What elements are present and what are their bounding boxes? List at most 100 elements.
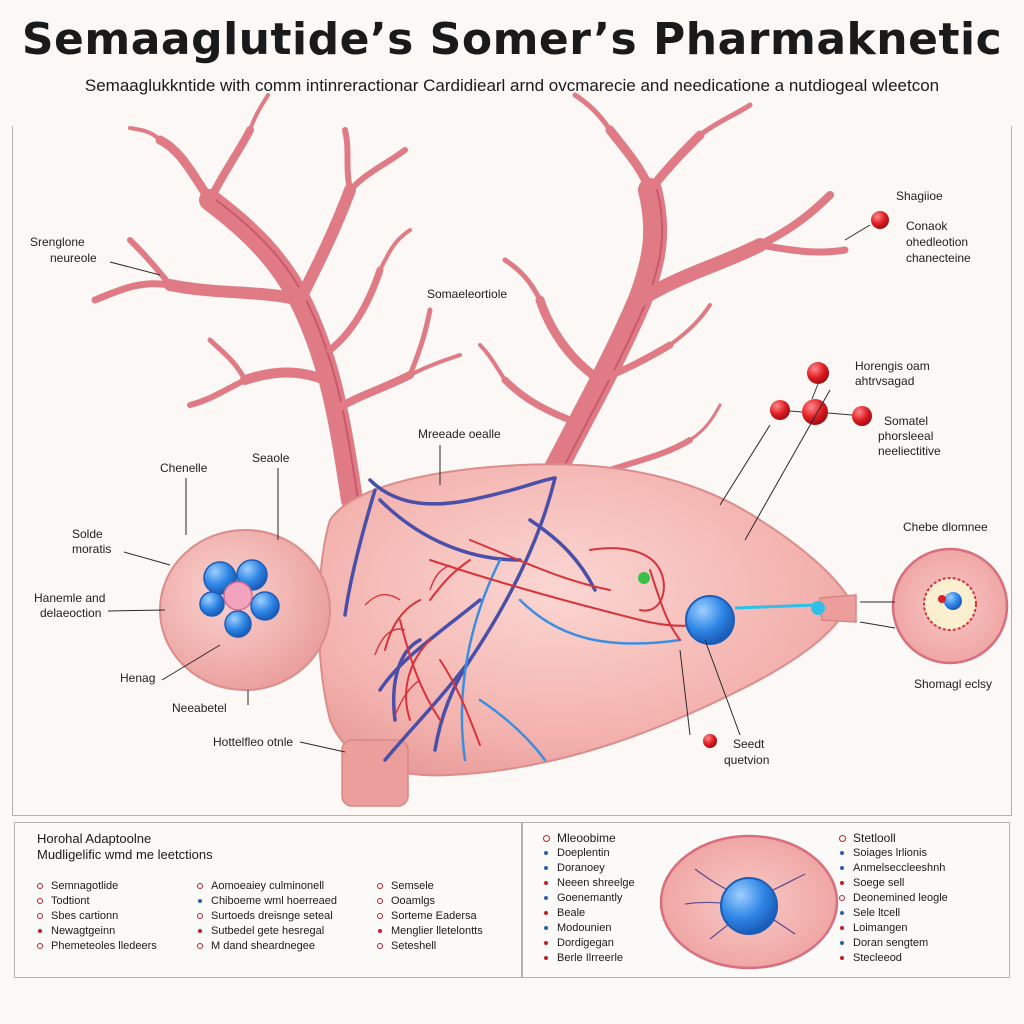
page-title: Semaaglutide’s Somer’s Pharmaknetic <box>21 14 1003 65</box>
list-heading: Stetlooll <box>839 831 948 846</box>
label-conack-1: Conaok <box>906 219 948 233</box>
list-item: Todtiont <box>37 894 157 909</box>
label-neeabetel: Neeabetel <box>172 701 227 715</box>
light-blue-vessels <box>460 558 682 762</box>
label-horengis-1: Horengis oam <box>855 359 930 373</box>
list-item: Beale <box>543 906 635 921</box>
label-srenglone-1: Srenglone <box>30 235 85 249</box>
list-item: Doranoey <box>543 861 635 876</box>
bullet-icon <box>377 913 383 919</box>
bullet-icon <box>377 943 383 949</box>
list-item: Anmelseccleeshnh <box>839 861 948 876</box>
list-item: Phemeteoles lledeers <box>37 939 157 954</box>
bullet-icon <box>839 895 845 901</box>
label-conack-2: ohedleotion <box>906 235 968 249</box>
list-item: Loimangen <box>839 921 948 936</box>
cell-illustration <box>659 834 839 970</box>
list-item: Semnagotlide <box>37 879 157 894</box>
page-subtitle: Semaaglukkntide with comm intinreraction… <box>84 76 940 95</box>
label-solde-2: moratis <box>72 542 111 556</box>
label-somalel-2: phorsleeal <box>878 429 933 443</box>
list-item: Sbes cartionn <box>37 909 157 924</box>
label-shagiioe: Shagiioe <box>896 189 943 203</box>
list-item: Semsele <box>377 879 483 894</box>
blue-veins <box>343 476 597 762</box>
bullet-icon <box>544 851 548 855</box>
label-horengis-2: ahtrvsagad <box>855 374 914 388</box>
bullet-icon <box>840 851 844 855</box>
bullet-icon <box>377 883 383 889</box>
bullet-icon <box>839 835 846 842</box>
label-conack-3: chanecteine <box>906 251 971 265</box>
red-capillaries <box>364 564 451 716</box>
list-item: Doeplentin <box>543 846 635 861</box>
label-seedt-2: quetvion <box>724 753 769 767</box>
list-item: Soiages lrlionis <box>839 846 948 861</box>
bullet-icon <box>544 881 548 885</box>
list-item: Modounien <box>543 921 635 936</box>
list-item: M dand sheardnegee <box>197 939 337 954</box>
list-item: Sorteme Eadersa <box>377 909 483 924</box>
red-vessels <box>384 539 721 746</box>
bullet-icon <box>37 913 43 919</box>
central-molecule <box>638 572 825 645</box>
bullet-icon <box>197 883 203 889</box>
list-item: Seteshell <box>377 939 483 954</box>
label-seaole: Seaole <box>252 451 290 465</box>
list-item: Sele ltcell <box>839 906 948 921</box>
list-item: Berle Ilrreerle <box>543 951 635 966</box>
label-somalel-1: Somatel <box>884 414 928 428</box>
label-somalel-3: neeliectitive <box>878 444 941 458</box>
bullet-icon <box>197 913 203 919</box>
list-item: Neeen shreelge <box>543 876 635 891</box>
red-molecules <box>703 211 889 748</box>
bullet-icon <box>38 929 42 933</box>
bullet-icon <box>840 941 844 945</box>
label-somaeleortiole: Somaeleortiole <box>427 287 507 301</box>
label-hanemle-1: Hanemle and <box>34 591 105 605</box>
list-item: Stecleeod <box>839 951 948 966</box>
leader-lines <box>107 224 896 753</box>
lobe-molecule-cluster <box>199 559 280 638</box>
label-mreeade: Mreeade oealle <box>418 427 501 441</box>
bullet-icon <box>840 956 844 960</box>
bullet-icon <box>544 896 548 900</box>
organ-outlet <box>819 594 857 623</box>
list-item: Soege sell <box>839 876 948 891</box>
legend-list-col2: Aomoeaiey culminonell Chiboeme wml hoerr… <box>197 879 337 954</box>
list-item: Dordigegan <box>543 936 635 951</box>
label-chenelle: Chenelle <box>160 461 208 475</box>
list-item: Doran sengtem <box>839 936 948 951</box>
list-item: Goenemantly <box>543 891 635 906</box>
left-arterial-tree <box>91 93 462 511</box>
label-solde-1: Solde <box>72 527 103 541</box>
list-item: Sutbedel gete hesregal <box>197 924 337 939</box>
list-item: Deonemined leogle <box>839 891 948 906</box>
bullet-icon <box>840 866 844 870</box>
bullet-icon <box>37 883 43 889</box>
diagram-frame <box>12 126 1012 816</box>
organ-duct <box>341 739 409 807</box>
bullet-icon <box>544 926 548 930</box>
label-henag: Henag <box>120 671 155 685</box>
bullet-icon <box>377 898 383 904</box>
label-hanemle-2: delaeoction <box>40 606 101 620</box>
label-hottelfleo: Hottelfleo otnle <box>213 735 293 749</box>
label-srenglone-2: neureole <box>50 251 97 265</box>
legend-panel-right: Mleoobime Doeplentin Doranoey Neeen shre… <box>522 822 1010 978</box>
legend-list-stetlooll: Stetlooll Soiages lrlionis Anmelsecclees… <box>839 831 948 966</box>
list-item: Surtoeds dreisnge seteal <box>197 909 337 924</box>
right-arterial-tree <box>478 92 849 502</box>
cell-cross-section <box>891 547 1009 665</box>
bullet-icon <box>198 899 202 903</box>
bullet-icon <box>840 881 844 885</box>
list-item: Aomoeaiey culminonell <box>197 879 337 894</box>
legend-list-col1: Semnagotlide Todtiont Sbes cartionn Newa… <box>37 879 157 954</box>
list-heading: Mleoobime <box>543 831 635 846</box>
label-shomagl: Shomagl eclsy <box>914 677 992 691</box>
bullet-icon <box>840 926 844 930</box>
label-chebe: Chebe dlomnee <box>903 520 988 534</box>
bullet-icon <box>378 929 382 933</box>
label-seedt-1: Seedt <box>733 737 765 751</box>
